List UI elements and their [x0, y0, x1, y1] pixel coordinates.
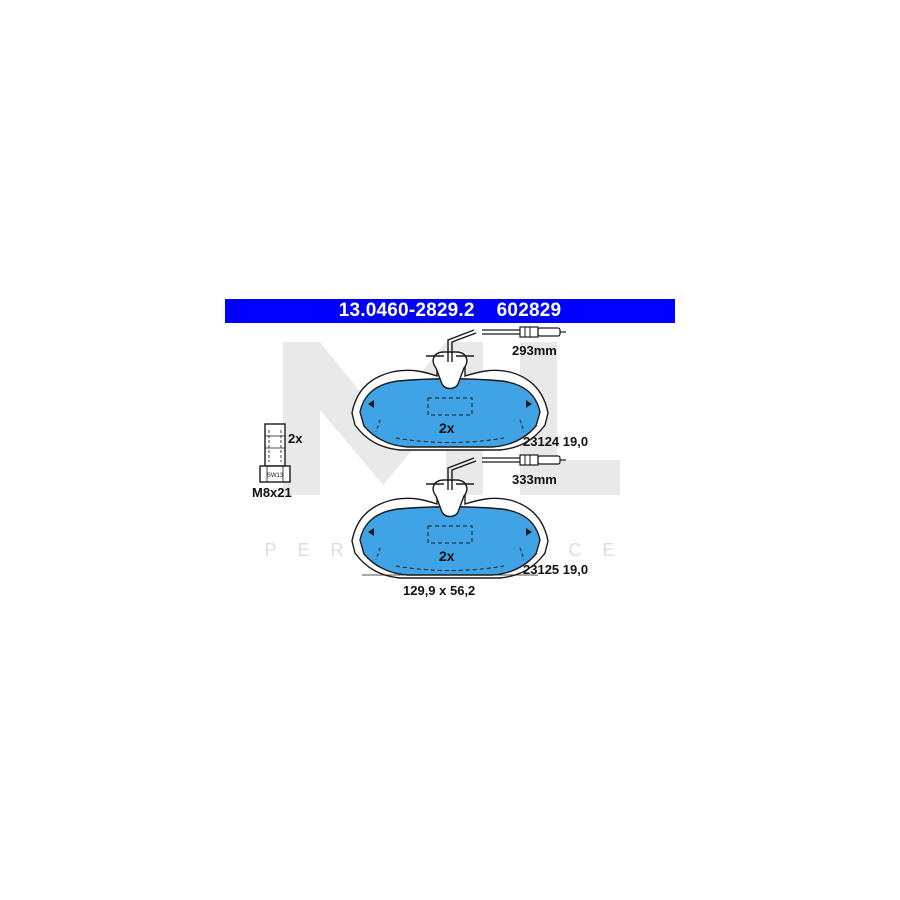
pad-1-quantity: 2x: [439, 420, 455, 436]
pad-1-code: 23124 19,0: [523, 434, 589, 449]
part-number: 13.0460-2829.2: [338, 300, 475, 321]
bolt-head-text: SW13: [267, 473, 284, 479]
header-bar: 13.0460-2829.2 602829: [225, 299, 675, 323]
pad-2-code: 23125 19,0: [523, 562, 589, 577]
bolt-quantity: 2x: [288, 431, 303, 446]
bolt-drawing: SW13: [259, 423, 291, 483]
pad-2-sensor-length: 333mm: [512, 472, 557, 487]
pad-1-sensor-length: 293mm: [512, 343, 557, 358]
bolt-size: M8x21: [252, 485, 292, 500]
pad-2-quantity: 2x: [439, 548, 455, 564]
pad-dimensions: 129,9 x 56,2: [403, 583, 476, 598]
reference-number: 602829: [496, 300, 562, 321]
